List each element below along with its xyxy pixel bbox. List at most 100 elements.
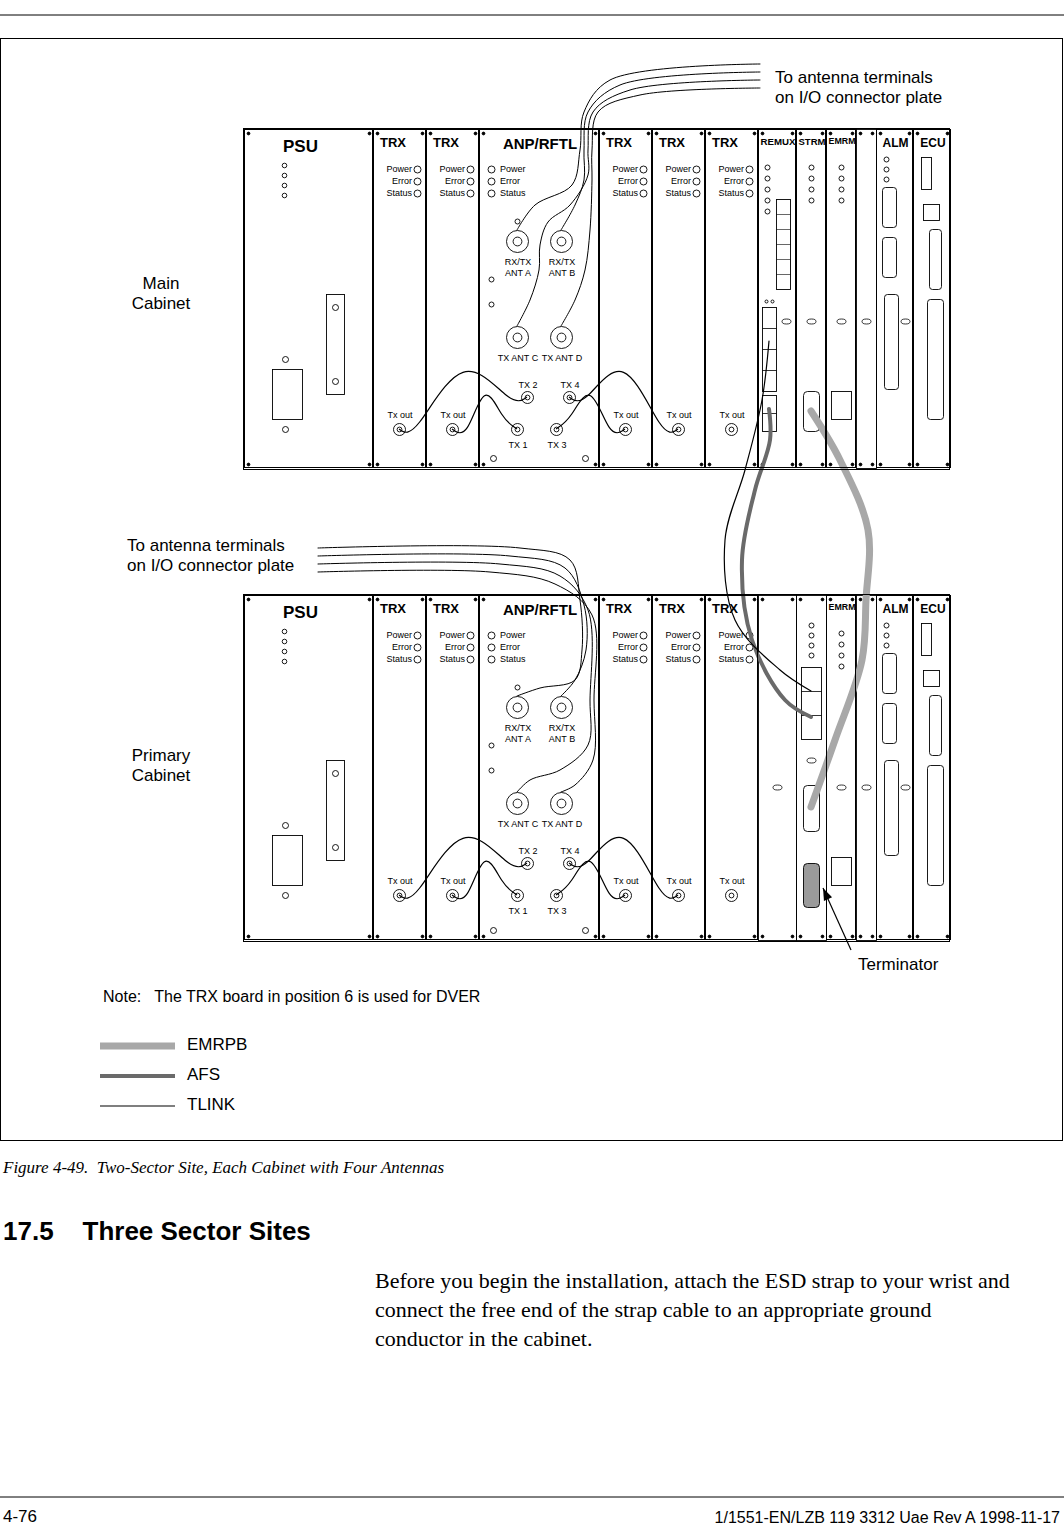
board-name: TRX (380, 601, 406, 617)
port-label: Tx out (387, 410, 412, 421)
led (282, 163, 287, 168)
port-label: Tx out (666, 410, 691, 421)
psu-board: PSU (244, 595, 373, 940)
board-name: ECU (920, 136, 945, 150)
led (467, 644, 474, 651)
port-label: TX 2 (518, 846, 537, 857)
switch (922, 624, 932, 656)
trx-board: TRXPowerErrorStatusTx out (373, 595, 426, 940)
board-name: EMRM (829, 136, 856, 147)
anp-rftl-board: ANP/RFTLPowerErrorStatusRX/TX ANT ARX/TX… (479, 129, 599, 468)
led (839, 187, 844, 192)
led (809, 176, 814, 181)
anp-rftl-board: ANP/RFTLPowerErrorStatusRX/TX ANT ARX/TX… (479, 595, 599, 940)
jumper-cable (569, 371, 678, 432)
led-label: Status (500, 654, 526, 665)
hole (489, 743, 494, 748)
coax-jack (522, 392, 534, 404)
led (640, 190, 647, 197)
screw (799, 132, 802, 135)
led (693, 632, 700, 639)
screw (708, 463, 711, 466)
screw (368, 463, 371, 466)
led (467, 166, 474, 173)
led (765, 198, 770, 203)
led (765, 176, 770, 181)
board-name: TRX (433, 135, 459, 151)
coax-jack (551, 327, 573, 349)
port-label: TX 3 (547, 440, 566, 451)
d-sub-connector (883, 704, 897, 744)
port-divider (763, 370, 777, 371)
d-sub-connector (883, 188, 897, 228)
led (282, 173, 287, 178)
screw (791, 935, 794, 938)
screw (376, 463, 379, 466)
coax-jack (512, 424, 524, 436)
fastener (862, 785, 871, 790)
led (467, 190, 474, 197)
coax-jack (522, 858, 534, 870)
connector (832, 392, 852, 420)
screw (429, 598, 432, 601)
board-name: ANP/RFTL (503, 601, 577, 619)
screw (851, 935, 854, 938)
legend-line-sample (100, 1105, 175, 1106)
coax-jack (507, 697, 529, 719)
led (809, 633, 814, 638)
coax-jack (507, 793, 529, 815)
blank-board (857, 130, 877, 469)
coax-jack-pin (557, 237, 566, 246)
led-label: Error (618, 176, 638, 187)
screw (655, 598, 658, 601)
screw (602, 935, 605, 938)
coax-jack (726, 890, 738, 902)
led-label: Status (386, 188, 412, 199)
led-label: Status (612, 188, 638, 199)
connector (327, 761, 345, 861)
screw (879, 598, 882, 601)
screw (799, 598, 802, 601)
screw (791, 598, 794, 601)
led (839, 165, 844, 170)
dot (771, 300, 774, 303)
fastener (773, 785, 782, 790)
antenna-cable (318, 554, 587, 696)
screw (908, 598, 911, 601)
connector (924, 671, 940, 687)
screw (871, 598, 874, 601)
screw (583, 456, 589, 462)
strip-divider (777, 259, 791, 260)
led-label: Power (612, 164, 638, 175)
led (467, 178, 474, 185)
fastener (837, 785, 846, 790)
led (488, 656, 495, 663)
port-label: TX 1 (508, 906, 527, 917)
trx-board: TRXPowerErrorStatusTx out (652, 129, 705, 468)
callout-label: To antenna terminals on I/O connector pl… (775, 68, 955, 108)
emrpb-cable (811, 411, 870, 807)
board-name: TRX (433, 601, 459, 617)
led (839, 176, 844, 181)
led (640, 166, 647, 173)
screw (761, 132, 764, 135)
screw (708, 935, 711, 938)
hole (515, 219, 520, 224)
screw (482, 935, 485, 938)
screw (429, 463, 432, 466)
trx-board: TRXPowerErrorStatusTx out (373, 129, 426, 468)
coax-jack (512, 890, 524, 902)
figure-caption: Figure 4-49. Two-Sector Site, Each Cabin… (3, 1158, 444, 1178)
port-label: Tx out (719, 410, 744, 421)
screw (594, 935, 597, 938)
screw (821, 132, 824, 135)
d-sub-connector (885, 761, 899, 856)
screw (753, 598, 756, 601)
screw (602, 598, 605, 601)
screw (283, 893, 289, 899)
screw (376, 598, 379, 601)
board-name: TRX (606, 601, 632, 617)
trx-board: TRXPowerErrorStatusTx out (705, 595, 758, 940)
led (282, 659, 287, 664)
